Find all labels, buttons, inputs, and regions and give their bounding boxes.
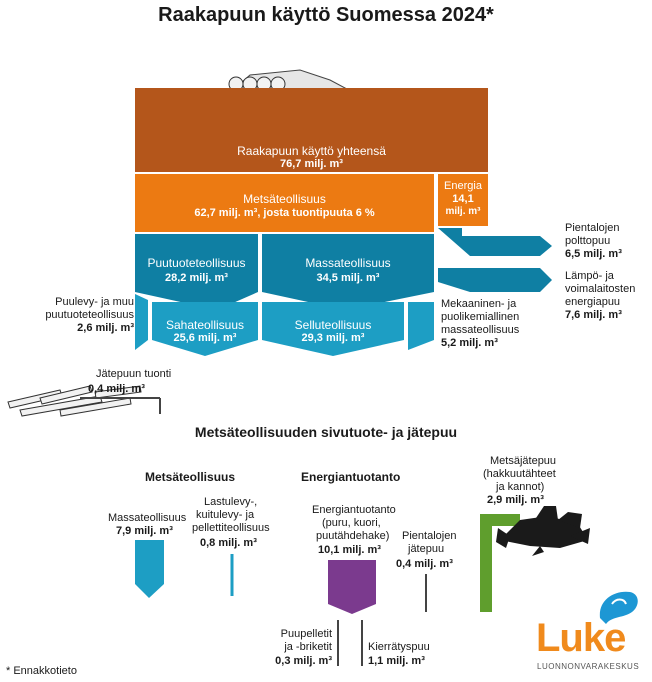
forestwaste-label-3: ja kannot) (496, 481, 545, 493)
mech-pulp-label-3: massateollisuus (441, 324, 520, 336)
mech-pulp-label-2: puolikemiallinen (441, 311, 520, 323)
cellulose-band (262, 302, 404, 356)
total-usage-band (135, 88, 488, 172)
cellulose-label: Selluteollisuus (294, 318, 372, 332)
forestwaste-value: 2,9 milj. m³ (487, 494, 544, 506)
small-house-value: 6,5 milj. m³ (565, 248, 622, 260)
energy-value: 14,1 (452, 193, 474, 205)
chip-label-3: pellettiteollisuus (192, 522, 270, 534)
byproduct-pulp-arrow (135, 540, 164, 598)
panels-label-1: Puulevy- ja muu (55, 296, 134, 308)
heat-label-2: voimalaitosten (565, 283, 636, 295)
energyprod-label-1: Energiantuotanto (312, 504, 396, 516)
energyprod-label-3: puutähdehake) (316, 530, 390, 542)
panels-band (135, 294, 148, 350)
sawmill-band (152, 302, 258, 356)
pulp-industry-label: Massateollisuus (305, 256, 391, 270)
small-house-label-1: Pientalojen (565, 222, 620, 234)
byproduct-pulp-label: Massateollisuus (108, 512, 187, 524)
chip-value: 0,8 milj. m³ (200, 537, 257, 549)
luke-logo-tagline: LUONNONVARAKESKUS (537, 662, 640, 671)
recycle-value: 1,1 milj. m³ (368, 655, 425, 667)
forest-waste-arrow (480, 514, 520, 612)
forestwaste-label-2: (hakkuutähteet (483, 468, 556, 480)
small-house-firewood-arrow (438, 228, 552, 256)
byproduct-energy-header: Energiantuotanto (301, 470, 401, 484)
wood-products-value: 28,2 milj. m³ (165, 272, 228, 284)
wood-products-band (135, 234, 258, 310)
forest-industry-value: 62,7 milj. m³, josta tuontipuuta 6 % (194, 207, 375, 219)
chip-label-2: kuitulevy- ja (196, 509, 255, 521)
page-title: Raakapuun käyttö Suomessa 2024* (158, 4, 494, 26)
import-label: Jätepuun tuonti (96, 368, 172, 380)
forest-industry-band (135, 174, 434, 232)
byproduct-section-title: Metsäteollisuuden sivutuote- ja jätepuu (194, 424, 458, 440)
panels-label-2: puutuoteteollisuus (45, 309, 134, 321)
pellet-label-1: Puupelletit (280, 628, 332, 640)
luke-logo-text: Luke (536, 616, 626, 660)
wood-products-label: Puutuoteteollisuus (147, 256, 246, 270)
sawmill-value: 25,6 milj. m³ (173, 332, 237, 344)
pulp-industry-band (262, 234, 434, 310)
mech-pulp-label-1: Mekaaninen- ja (441, 298, 517, 310)
recycle-label: Kierrätyspuu (368, 641, 430, 653)
byproduct-pulp-value: 7,9 milj. m³ (116, 525, 173, 537)
energy-label: Energia (444, 180, 482, 192)
energy-unit: milj. m³ (445, 206, 481, 217)
footnote: * Ennakkotieto (6, 665, 77, 677)
smallhouse-waste-label-2: jätepuu (408, 543, 445, 555)
forest-industry-label: Metsäteollisuus (243, 192, 326, 206)
pellet-label-2: ja -briketit (284, 641, 332, 653)
pulp-industry-value: 34,5 milj. m³ (316, 272, 380, 284)
energy-band (438, 174, 488, 226)
total-usage-value: 76,7 milj. m³ (280, 158, 343, 170)
energyprod-value: 10,1 milj. m³ (318, 544, 381, 556)
smallhouse-waste-value: 0,4 milj. m³ (396, 558, 453, 570)
smallhouse-waste-label-1: Pientalojen (402, 530, 457, 542)
total-usage-label: Raakapuun käyttö yhteensä (237, 144, 386, 158)
heat-label-1: Lämpö- ja (565, 270, 614, 282)
sawmill-label: Sahateollisuus (165, 318, 245, 332)
cellulose-value: 29,3 milj. m³ (301, 332, 365, 344)
byproduct-energy-arrow (328, 560, 376, 614)
mechanical-pulp-band (408, 302, 434, 350)
chip-label-1: Lastulevy-, (204, 496, 258, 508)
stumps-illustration (496, 506, 590, 556)
heat-value: 7,6 milj. m³ (565, 309, 622, 321)
import-value: 0,4 milj. m³ (88, 383, 145, 395)
mech-pulp-value: 5,2 milj. m³ (441, 337, 498, 349)
scrap-wood-illustration (7, 385, 142, 417)
forestwaste-label-1: Metsäjätepuu (490, 455, 557, 467)
small-house-label-2: polttopuu (565, 235, 611, 247)
byproduct-forest-header: Metsäteollisuus (145, 470, 236, 484)
panels-value: 2,6 milj. m³ (77, 322, 134, 334)
heat-label-3: energiapuu (565, 296, 621, 308)
heat-power-arrow (438, 268, 552, 292)
pellet-value: 0,3 milj. m³ (275, 655, 332, 667)
energyprod-label-2: (puru, kuori, (322, 517, 381, 529)
